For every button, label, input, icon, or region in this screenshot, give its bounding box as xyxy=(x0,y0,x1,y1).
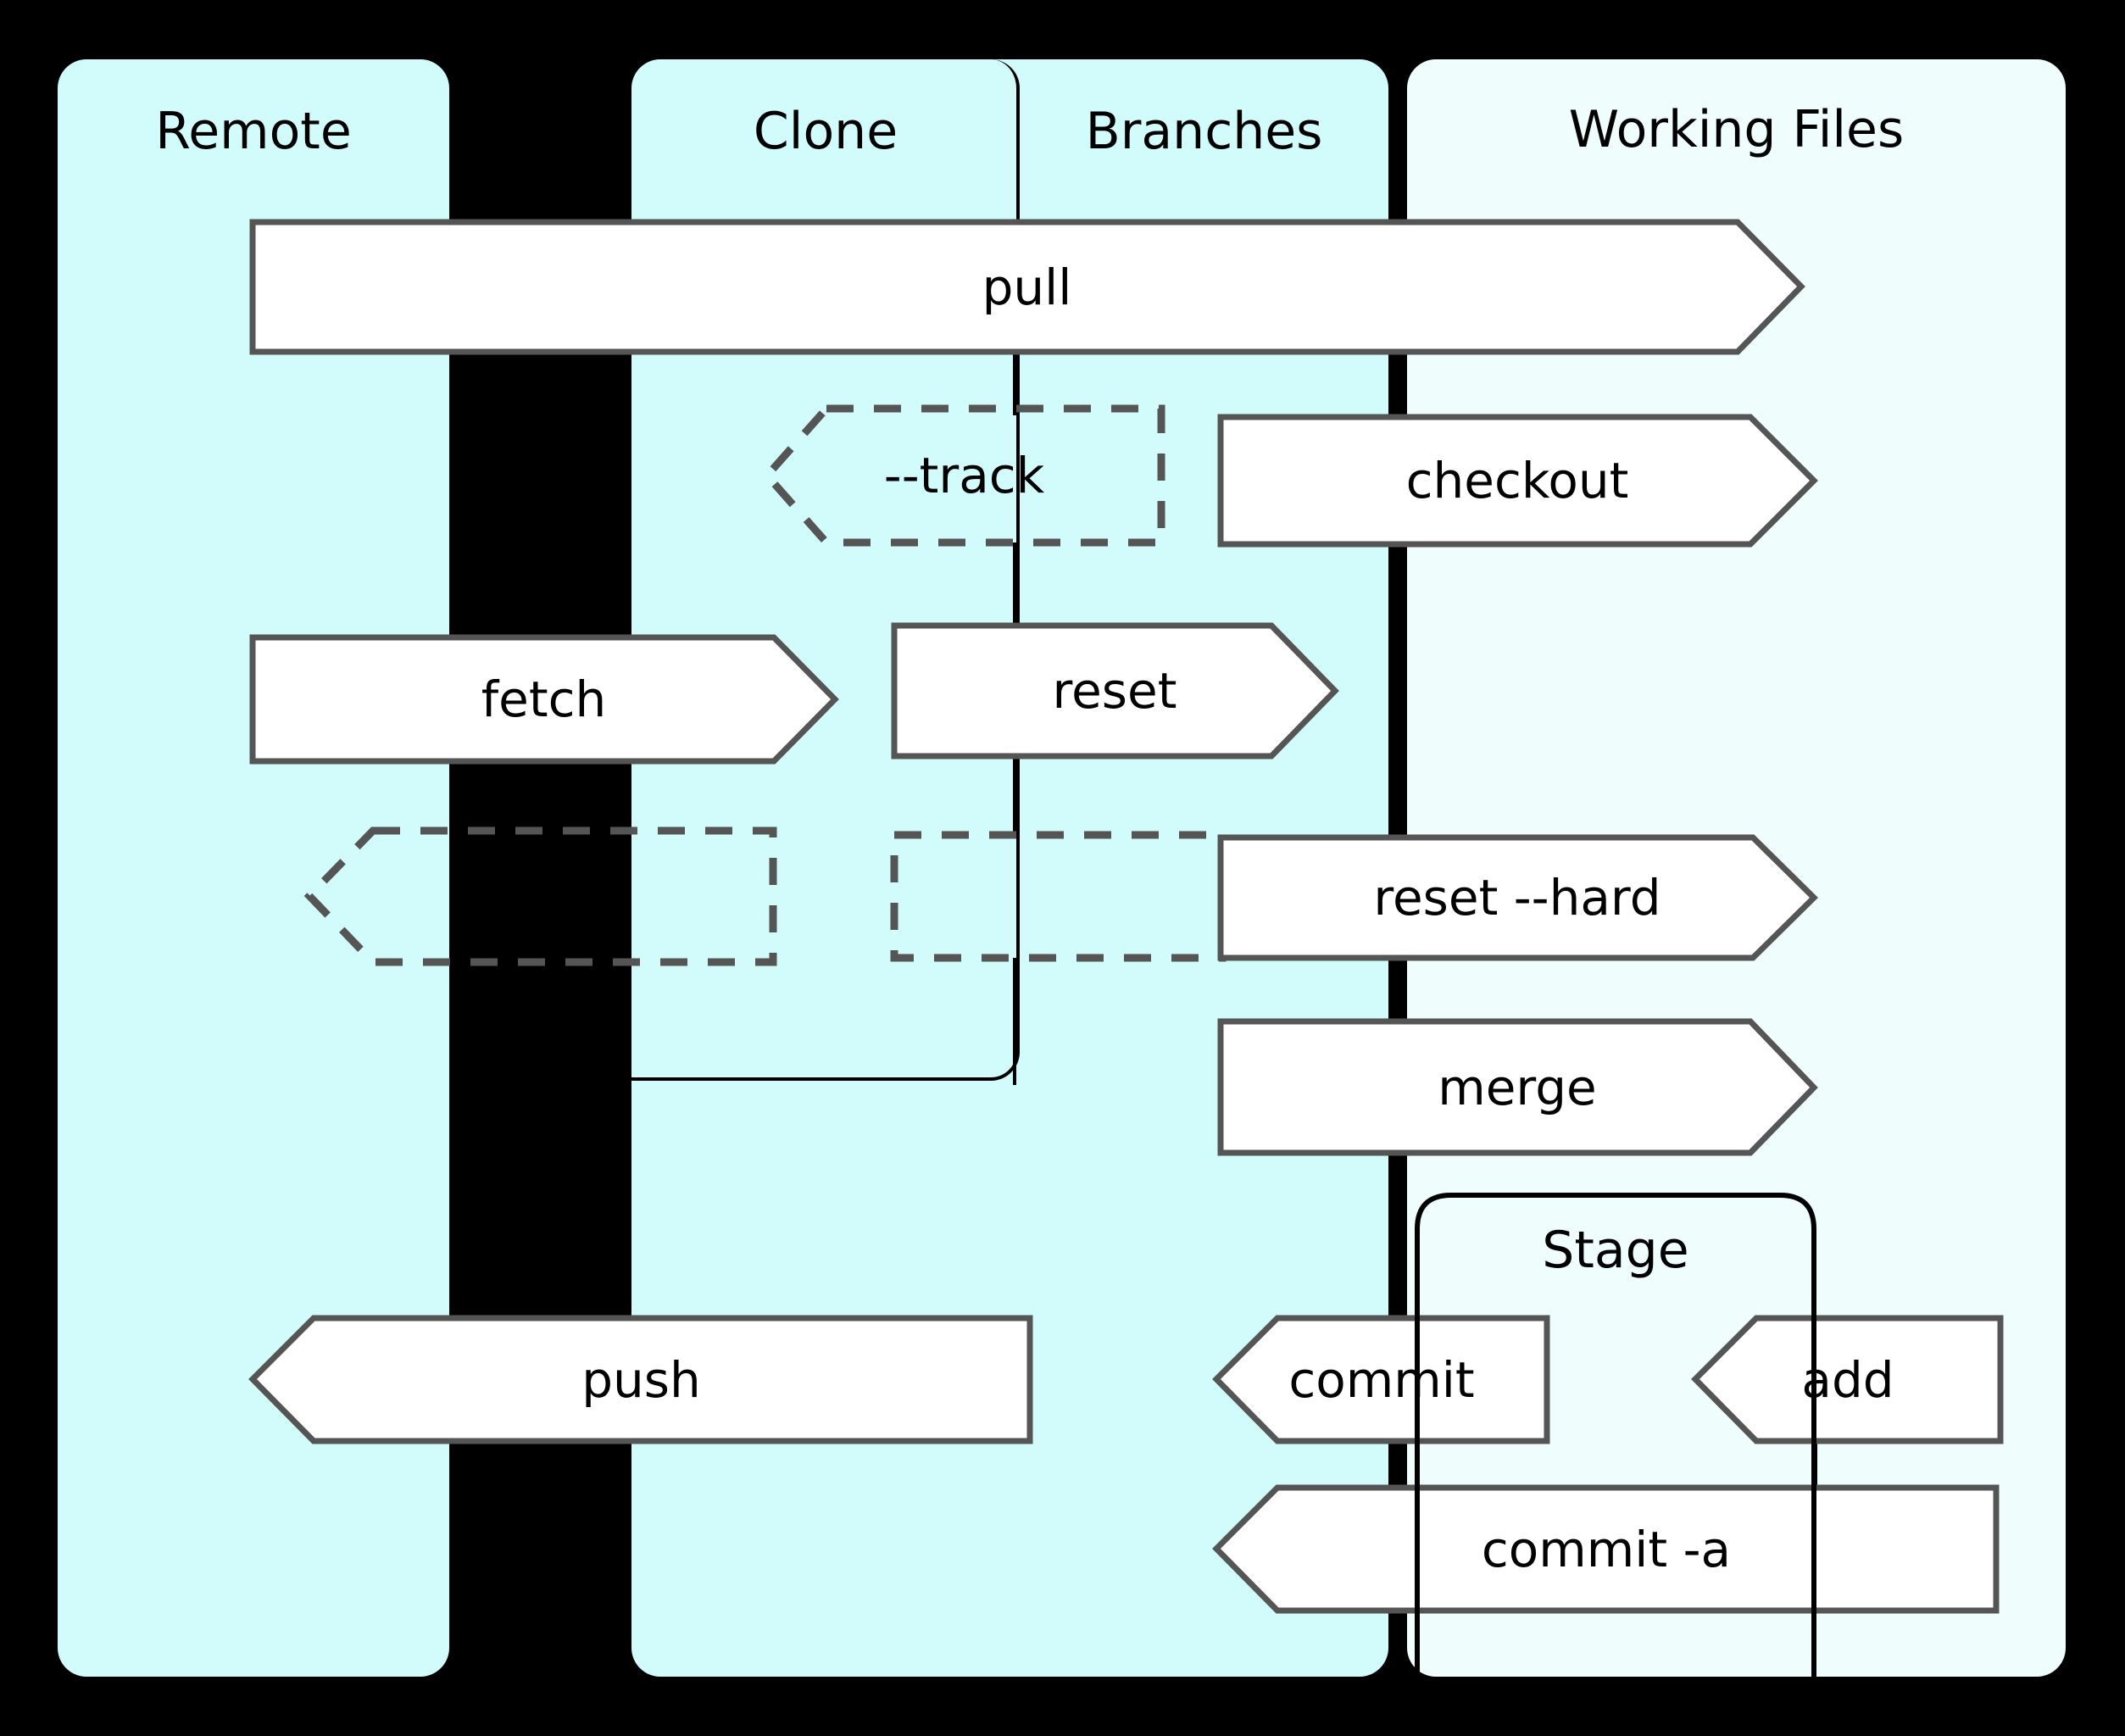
connector-wf-pull-checkout xyxy=(1399,352,1402,420)
shape-dashed-left-arrow-outline xyxy=(303,826,777,966)
shape-commit-a-outline xyxy=(1212,1484,2000,1614)
shape-dashed-rect[interactable] xyxy=(894,835,1222,958)
lane-label-clone: Clone xyxy=(753,102,898,161)
connector-commit-commita xyxy=(1399,1441,1402,1492)
shape-reset-label: reset xyxy=(1052,662,1177,720)
shape-fetch[interactable]: fetch xyxy=(253,637,835,761)
shape-track-outline xyxy=(761,404,1165,547)
stage-group-outline xyxy=(1415,1193,1816,1677)
shape-commit[interactable]: commit xyxy=(1216,1318,1547,1441)
shape-reset-hard-label: reset --hard xyxy=(1373,869,1661,926)
shape-add[interactable]: add xyxy=(1695,1318,2000,1441)
lane-label-working-files: Working Files xyxy=(1568,100,1905,159)
shape-checkout-label: checkout xyxy=(1405,452,1629,509)
shape-add-outline xyxy=(1691,1315,2004,1444)
shape-pull-outline xyxy=(249,219,1805,355)
shape-pull[interactable]: pull xyxy=(253,222,1801,352)
shape-reset-outline xyxy=(891,622,1339,760)
shape-push[interactable]: push xyxy=(253,1318,1030,1441)
shape-pull-label: pull xyxy=(982,258,1072,316)
connector-reset-dashedrect xyxy=(1013,756,1016,837)
lane-label-branches: Branches xyxy=(1085,102,1323,161)
shape-reset-hard[interactable]: reset --hard xyxy=(1221,837,1814,958)
connector-wf-resethard-merge xyxy=(1399,958,1402,1024)
shape-reset[interactable]: reset xyxy=(894,626,1335,756)
shape-commit-a[interactable]: commit -a xyxy=(1216,1488,1996,1611)
shape-push-label: push xyxy=(581,1350,701,1409)
connector-track-reset xyxy=(1013,542,1016,627)
shape-track[interactable]: --track xyxy=(767,409,1161,542)
shape-track-label: --track xyxy=(883,447,1045,504)
shape-checkout[interactable]: checkout xyxy=(1221,417,1814,544)
shape-push-outline xyxy=(248,1315,1033,1444)
shape-fetch-label: fetch xyxy=(481,670,607,728)
shape-merge[interactable]: merge xyxy=(1221,1021,1814,1153)
shape-merge-outline xyxy=(1217,1018,1818,1156)
shape-commit-a-label: commit -a xyxy=(1481,1520,1732,1578)
shape-reset-hard-outline xyxy=(1217,834,1818,961)
shape-commit-label: commit xyxy=(1288,1350,1475,1409)
shape-add-label: add xyxy=(1801,1350,1894,1409)
connector-wf-checkout-resethard xyxy=(1399,544,1402,837)
shape-merge-label: merge xyxy=(1438,1058,1597,1116)
shape-commit-outline xyxy=(1212,1315,1550,1444)
stage-group-label: Stage xyxy=(1542,1221,1689,1280)
shape-checkout-outline xyxy=(1217,414,1818,548)
lane-label-remote: Remote xyxy=(155,102,352,161)
connector-clone-track xyxy=(1013,352,1016,415)
connector-dashedrect-clonebottom xyxy=(1013,958,1016,1085)
shape-fetch-outline xyxy=(249,634,839,765)
shape-dashed-left-arrow[interactable] xyxy=(309,831,773,962)
